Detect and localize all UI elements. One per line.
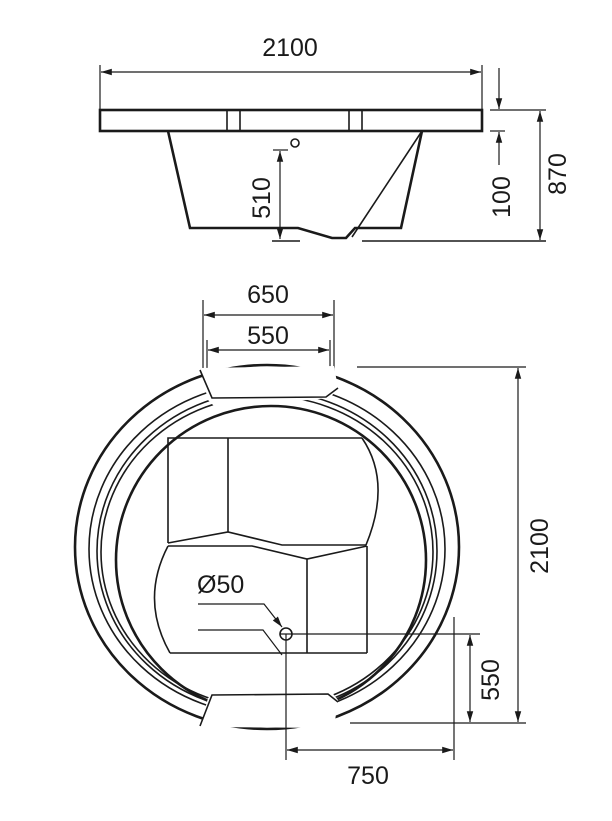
diameter-label: 2100: [526, 518, 554, 574]
width-label: 2100: [262, 34, 318, 62]
top-view: 650 550 Ø50 2100: [73, 281, 554, 790]
drain-x-label: 750: [347, 762, 389, 790]
seat-curve: [153, 545, 171, 654]
rim-gap-edge: [199, 369, 339, 399]
height-label: 870: [544, 153, 572, 195]
rim-gap: [200, 366, 338, 408]
rim-ring: [100, 395, 434, 709]
outer-rim: [73, 363, 461, 731]
tub-body: [166, 130, 424, 240]
seat-curve: [361, 437, 379, 546]
rim-gap-edge: [199, 693, 339, 727]
drain-leader: [198, 603, 283, 628]
drain-y-label: 550: [477, 659, 505, 701]
seat-inner-label: 550: [247, 322, 289, 350]
rim-gap: [200, 690, 338, 728]
seat-bottom: [168, 545, 368, 560]
overflow-icon: [290, 138, 300, 148]
rim-label: 100: [488, 176, 516, 218]
drain-leader: [198, 629, 283, 656]
seat-outer-label: 650: [247, 281, 289, 309]
overflow-label: 510: [248, 177, 276, 219]
seat-edge: [167, 531, 366, 546]
seat-top: [167, 437, 362, 543]
side-view: 2100 510 100 870: [98, 34, 572, 242]
tub-rim: [98, 108, 484, 133]
drain-label: Ø50: [197, 571, 244, 599]
tub-slope-line: [351, 130, 423, 238]
